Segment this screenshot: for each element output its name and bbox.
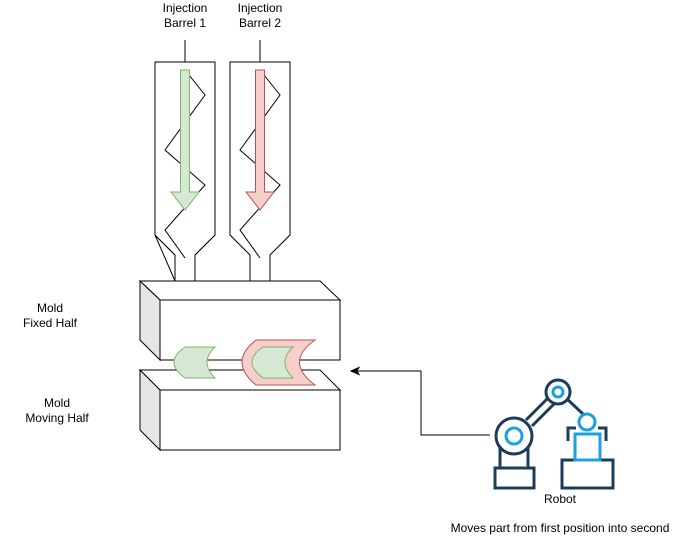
label-injection-barrel-1: Injection Barrel 1	[162, 1, 208, 30]
flow-arrow-red	[244, 69, 276, 211]
caption-robot-action: Moves part from first position into seco…	[450, 521, 670, 535]
mold-fixed-half	[138, 279, 342, 362]
injection-barrel-1	[154, 40, 216, 282]
molded-part-second	[241, 339, 317, 386]
label-mold-fixed-half: Mold Fixed Half	[22, 301, 78, 330]
mold-moving-half	[138, 368, 342, 452]
robot-arm-icon	[493, 378, 615, 490]
label-injection-barrel-2: Injection Barrel 2	[237, 1, 283, 30]
robot-connector-arrow	[349, 366, 490, 436]
flow-arrow-green	[169, 69, 201, 211]
injection-barrel-2	[229, 40, 291, 282]
label-robot: Robot	[543, 492, 577, 506]
molded-part-first	[173, 346, 217, 379]
label-mold-moving-half: Mold Moving Half	[25, 396, 89, 425]
